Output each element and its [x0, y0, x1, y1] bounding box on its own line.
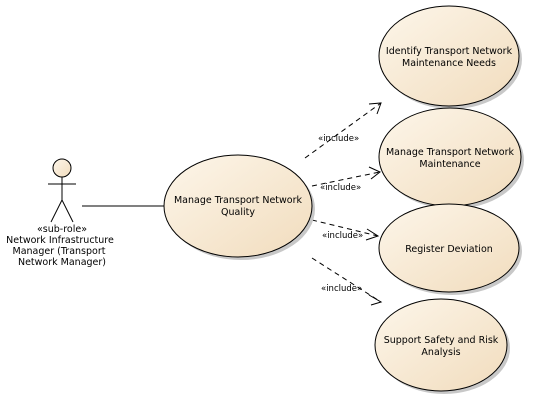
usecase-manage-transport-network-quality[interactable]: Manage Transport Network Quality [163, 154, 315, 260]
actor-stereotype: «sub-role» [37, 224, 87, 235]
include-label-3: «include» [322, 231, 363, 241]
usecase-label-line-1: Manage Transport Network [386, 147, 515, 158]
usecase-ellipse [163, 154, 313, 258]
actor[interactable]: «sub-role» Network Infrastructure Manage… [6, 158, 114, 268]
include-arrow-1-head [368, 102, 382, 115]
include-arrow-1-line [304, 102, 382, 159]
actor-name-line-2: Manager (Transport [13, 246, 106, 257]
usecase-label-line-1: Register Deviation [405, 244, 493, 255]
actor-left-leg [50, 199, 63, 223]
include-dependencies: «include» «include» «include» «include» [304, 102, 383, 306]
usecase-label-line-2: Analysis [421, 347, 460, 358]
include-arrow-4-head [368, 294, 383, 306]
usecase-register-deviation[interactable]: Register Deviation [378, 203, 522, 295]
include-arrow-4-line [311, 257, 382, 303]
usecase-label-line-1: Support Safety and Risk [384, 335, 499, 346]
include-arrow-3-line [311, 219, 379, 237]
include-label-1: «include» [318, 134, 359, 144]
include-arrow-2-head [368, 166, 381, 180]
actor-head [52, 158, 72, 178]
include-arrow-3-head [365, 228, 380, 241]
usecase-label-line-1: Identify Transport Network [386, 46, 513, 57]
usecase-support-safety-and-risk-analysis[interactable]: Support Safety and Risk Analysis [374, 298, 510, 394]
usecase-label-line-2: Maintenance [419, 159, 480, 170]
usecase-label-line-1: Manage Transport Network [174, 195, 303, 206]
usecase-ellipse [374, 298, 508, 392]
actor-name-line-3: Network Manager) [18, 257, 106, 268]
usecase-label-line-2: Maintenance Needs [402, 58, 496, 69]
usecase-label-line-2: Quality [221, 207, 255, 218]
usecase-ellipse [378, 5, 520, 107]
actor-name-line-1: Network Infrastructure [6, 235, 114, 246]
include-arrow-2-line [311, 171, 381, 187]
usecase-manage-transport-network-maintenance[interactable]: Manage Transport Network Maintenance [378, 107, 524, 209]
include-label-4: «include» [321, 284, 362, 294]
include-label-2: «include» [320, 183, 361, 193]
usecase-identify-transport-network-maintenance-needs[interactable]: Identify Transport Network Maintenance N… [378, 5, 522, 109]
usecase-ellipse [378, 203, 520, 293]
actor-right-leg [61, 199, 74, 223]
